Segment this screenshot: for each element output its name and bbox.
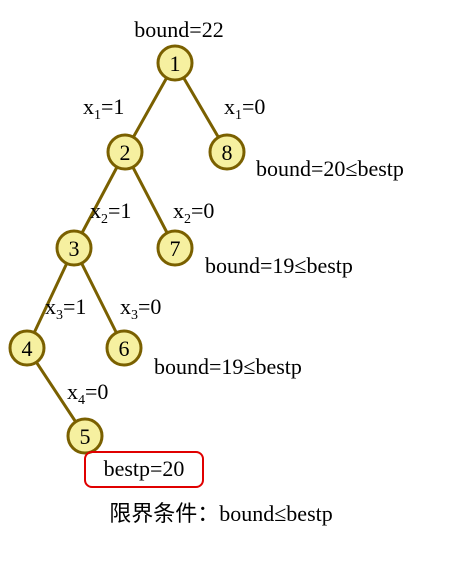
edge-label-2-3: x2=1: [90, 198, 131, 227]
edge-3-6: [72, 246, 126, 350]
caption: 限界条件：bound≤bestp: [109, 501, 333, 526]
edge-label-4-5: x4=0: [67, 379, 108, 408]
node-3-label: 3: [69, 236, 80, 261]
bound-label-node-7: bound=19≤bestp: [205, 253, 353, 278]
node-7: 7: [156, 229, 194, 267]
edge-label-1-2: x1=1: [83, 94, 124, 123]
tree-nodes: 1 2 3 4 5 6 7: [8, 44, 246, 455]
bound-label-node-6: bound=19≤bestp: [154, 354, 302, 379]
node-2-label: 2: [120, 140, 131, 165]
node-2: 2: [106, 133, 144, 171]
node-6-label: 6: [119, 336, 130, 361]
node-1: 1: [156, 44, 194, 82]
node-4: 4: [8, 329, 46, 367]
node-7-label: 7: [170, 236, 181, 261]
node-6: 6: [105, 329, 143, 367]
edge-label-3-6: x3=0: [120, 294, 161, 323]
node-3: 3: [55, 229, 93, 267]
edge-label-1-8: x1=0: [224, 94, 265, 123]
node-1-label: 1: [170, 51, 181, 76]
node-5-label: 5: [80, 424, 91, 449]
edge-label-3-4: x3=1: [45, 294, 86, 323]
bound-label-node-8: bound=20≤bestp: [256, 156, 404, 181]
bestp-label: bestp=20: [104, 456, 185, 481]
node-4-label: 4: [22, 336, 33, 361]
root-bound-label: bound=22: [134, 17, 223, 42]
edge-label-2-7: x2=0: [173, 198, 214, 227]
node-5: 5: [66, 417, 104, 455]
node-8-label: 8: [222, 140, 233, 165]
node-8: 8: [208, 133, 246, 171]
bestp-highlight-box: [84, 451, 204, 488]
